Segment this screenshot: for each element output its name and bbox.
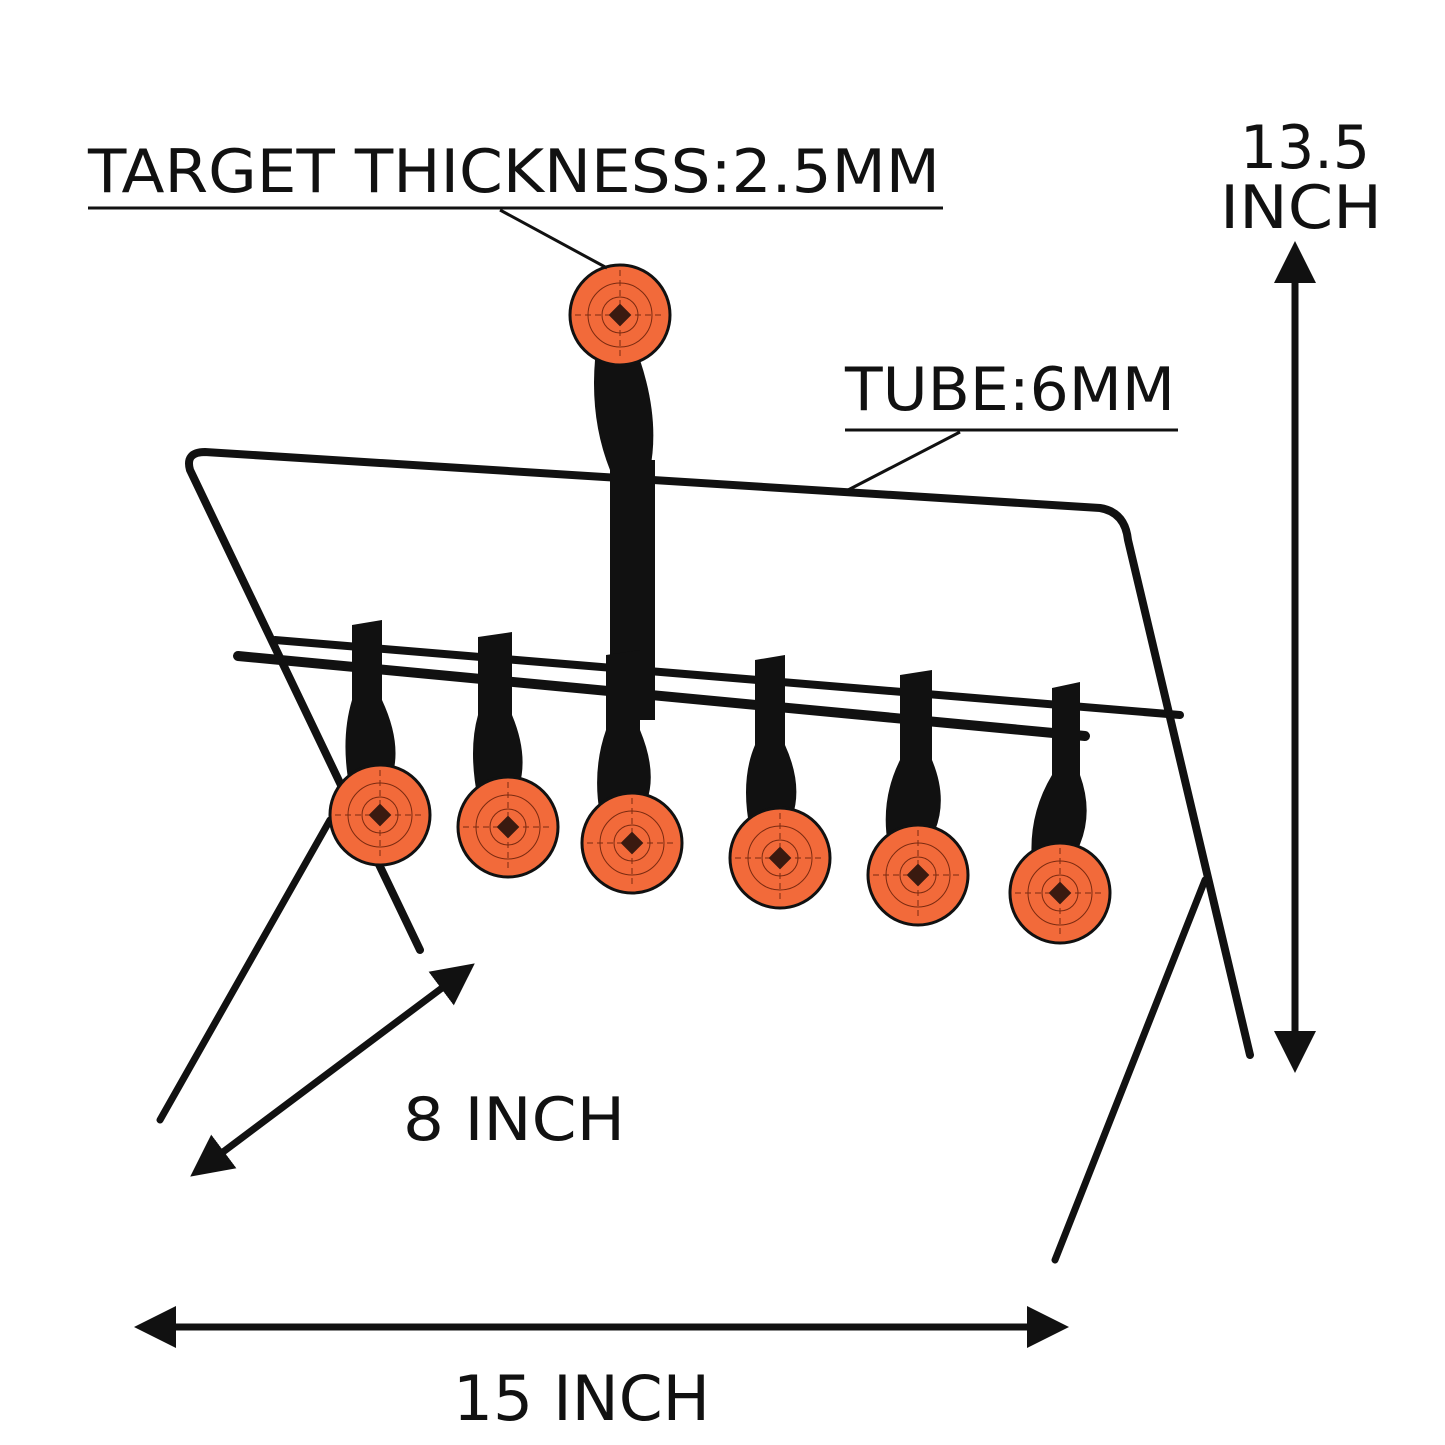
height-unit-label: INCH [1220, 173, 1382, 243]
target-6 [1008, 682, 1112, 945]
depth-label: 8 INCH [403, 1085, 625, 1155]
width-label: 15 INCH [453, 1362, 710, 1435]
target-5 [866, 670, 970, 927]
height-value-label: 13.5 [1240, 113, 1370, 183]
target-1 [328, 620, 432, 867]
target-3 [580, 650, 684, 895]
target-2 [456, 632, 560, 879]
target-thickness-label: TARGET THICKNESS:2.5MM [87, 137, 940, 207]
target-4 [728, 655, 832, 910]
hanging-targets [328, 620, 1112, 945]
annotation-lines [88, 206, 1316, 1348]
tube-label: TUBE:6MM [844, 355, 1175, 425]
top-target [568, 263, 672, 720]
